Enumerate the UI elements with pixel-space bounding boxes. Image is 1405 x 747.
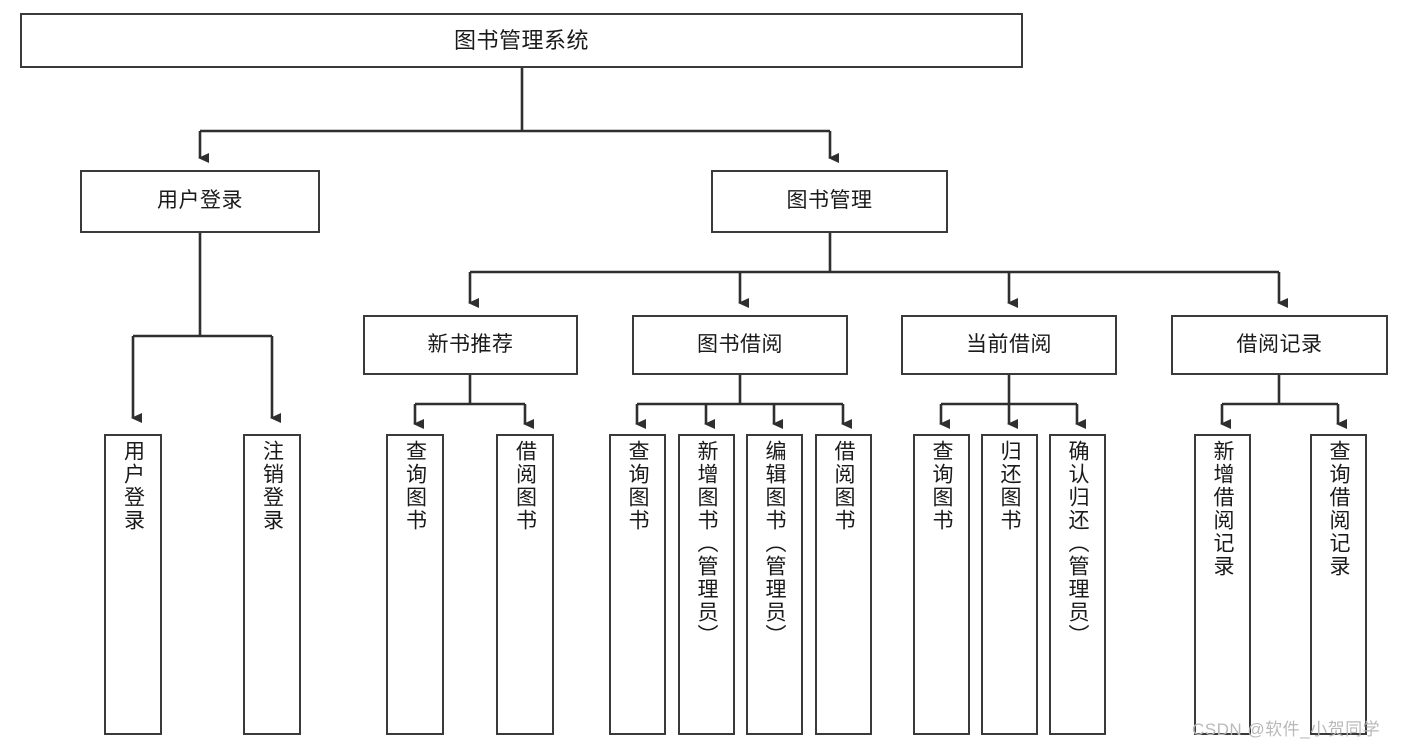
node-root[interactable]: 图书管理系统 <box>20 13 1023 68</box>
leaf-br-query[interactable]: 查询借阅记录 <box>1310 434 1367 735</box>
leaf-br-query-label: 查询借阅记录 <box>1327 440 1350 578</box>
node-new-book[interactable]: 新书推荐 <box>363 315 578 375</box>
leaf-cb-return-label: 归还图书 <box>998 440 1021 532</box>
leaf-cb-return[interactable]: 归还图书 <box>981 434 1038 735</box>
node-current-borrow[interactable]: 当前借阅 <box>901 315 1117 375</box>
leaf-cb-confirm-label: 确认归还（管理员） <box>1066 440 1089 647</box>
leaf-new-book-borrow[interactable]: 借阅图书 <box>496 434 554 735</box>
node-borrow-record[interactable]: 借阅记录 <box>1171 315 1388 375</box>
leaf-cb-query[interactable]: 查询图书 <box>913 434 970 735</box>
node-book-borrow-label: 图书借阅 <box>697 332 783 356</box>
leaf-bb-edit-label: 编辑图书（管理员） <box>763 440 786 647</box>
leaf-new-book-query[interactable]: 查询图书 <box>386 434 444 735</box>
leaf-bb-add[interactable]: 新增图书（管理员） <box>678 434 735 735</box>
leaf-bb-borrow[interactable]: 借阅图书 <box>815 434 872 735</box>
node-book-borrow[interactable]: 图书借阅 <box>632 315 848 375</box>
leaf-user-login-label: 用户登录 <box>121 440 145 532</box>
leaf-user-login[interactable]: 用户登录 <box>104 434 162 735</box>
leaf-bb-query-label: 查询图书 <box>626 440 649 532</box>
leaf-new-book-query-label: 查询图书 <box>403 440 427 532</box>
node-user-login-label: 用户登录 <box>157 189 243 213</box>
leaf-bb-add-label: 新增图书（管理员） <box>695 440 718 647</box>
leaf-cb-confirm[interactable]: 确认归还（管理员） <box>1049 434 1106 735</box>
leaf-br-add[interactable]: 新增借阅记录 <box>1194 434 1251 735</box>
leaf-logout-label: 注销登录 <box>260 440 284 532</box>
leaf-logout[interactable]: 注销登录 <box>243 434 301 735</box>
leaf-bb-borrow-label: 借阅图书 <box>832 440 855 532</box>
leaf-bb-query[interactable]: 查询图书 <box>609 434 666 735</box>
watermark: CSDN @软件_小贺同学 <box>1192 720 1381 739</box>
node-root-label: 图书管理系统 <box>453 27 589 53</box>
node-borrow-record-label: 借阅记录 <box>1236 332 1323 356</box>
leaf-br-add-label: 新增借阅记录 <box>1211 440 1234 578</box>
node-new-book-label: 新书推荐 <box>427 332 514 356</box>
node-user-login[interactable]: 用户登录 <box>80 170 320 233</box>
node-current-borrow-label: 当前借阅 <box>966 332 1052 356</box>
node-book-manage-label: 图书管理 <box>786 189 873 213</box>
leaf-bb-edit[interactable]: 编辑图书（管理员） <box>746 434 803 735</box>
node-book-manage[interactable]: 图书管理 <box>711 170 948 233</box>
leaf-cb-query-label: 查询图书 <box>930 440 953 532</box>
leaf-new-book-borrow-label: 借阅图书 <box>513 440 537 532</box>
